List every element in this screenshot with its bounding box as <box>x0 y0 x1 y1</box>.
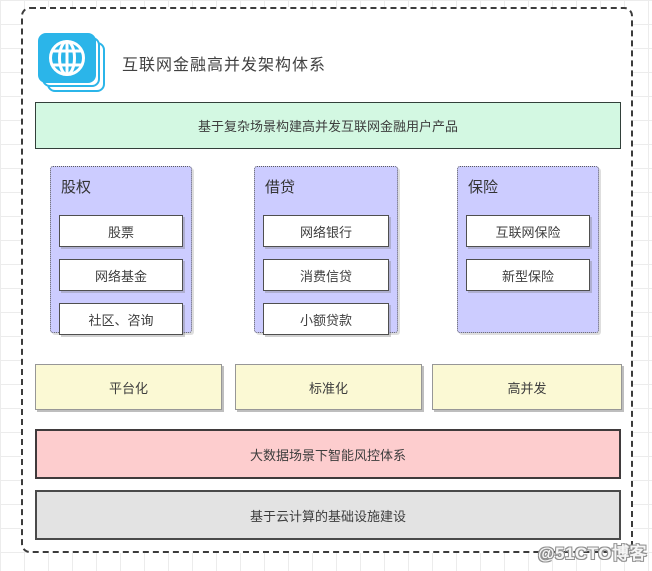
group-item: 消费信贷 <box>263 259 389 291</box>
capability-platformization: 平台化 <box>35 364 222 410</box>
capability-standardization: 标准化 <box>235 364 422 410</box>
watermark-51cto: @51CTO博客 <box>537 544 647 563</box>
group-lending: 借贷 网络银行 消费信贷 小额贷款 <box>254 166 398 335</box>
page-title: 互联网金融高并发架构体系 <box>122 57 327 74</box>
diagram-canvas: 互联网金融高并发架构体系 基于复杂场景构建高并发互联网金融用户产品 股权 股票 … <box>21 7 633 553</box>
group-label: 股权 <box>61 179 92 196</box>
group-item: 网络银行 <box>263 215 389 247</box>
capability-high-concurrency: 高并发 <box>432 364 622 410</box>
banner-user-products: 基于复杂场景构建高并发互联网金融用户产品 <box>35 102 621 149</box>
group-label: 借贷 <box>265 179 296 196</box>
globe-stack-icon <box>36 31 110 95</box>
group-item: 新型保险 <box>466 259 590 291</box>
group-equity: 股权 股票 网络基金 社区、咨询 <box>50 166 192 335</box>
banner-cloud-infrastructure: 基于云计算的基础设施建设 <box>35 490 621 540</box>
group-insurance: 保险 互联网保险 新型保险 <box>457 166 599 333</box>
group-item: 社区、咨询 <box>59 303 183 335</box>
group-item: 网络基金 <box>59 259 183 291</box>
banner-risk-control: 大数据场景下智能风控体系 <box>35 429 621 479</box>
group-item: 互联网保险 <box>466 215 590 247</box>
group-item: 股票 <box>59 215 183 247</box>
group-item: 小额贷款 <box>263 303 389 335</box>
group-label: 保险 <box>468 179 499 196</box>
